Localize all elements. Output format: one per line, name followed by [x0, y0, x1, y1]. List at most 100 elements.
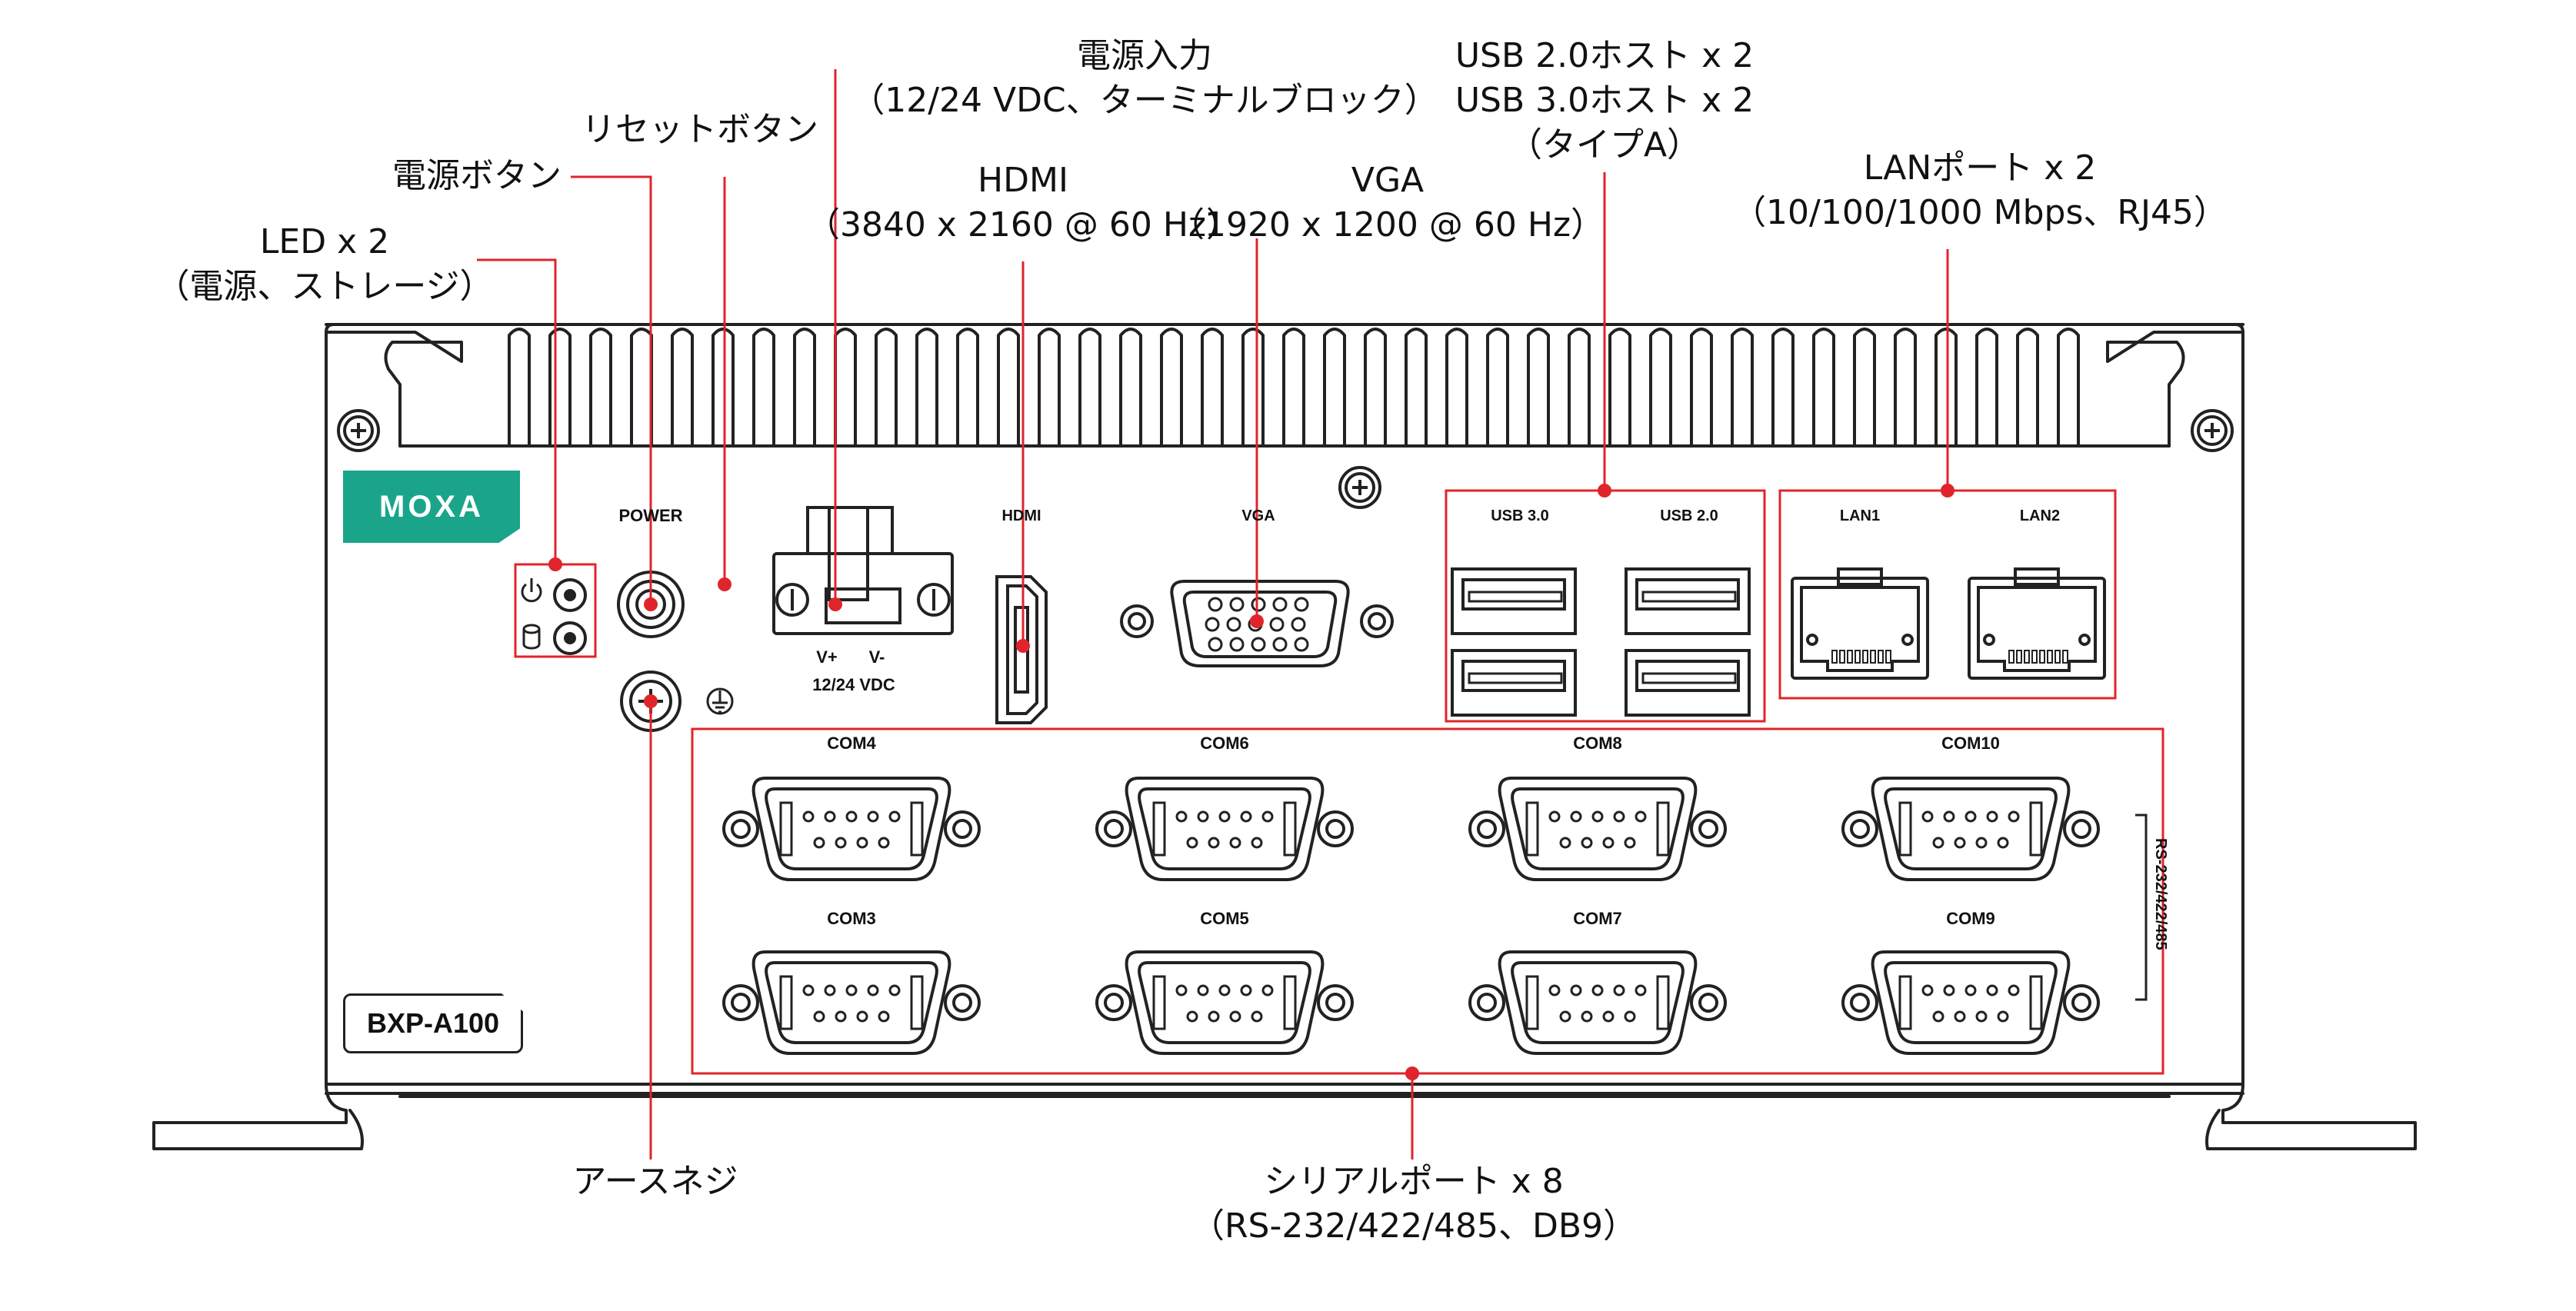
- heatsink-fin: [1201, 328, 1224, 448]
- com10-label: COM10: [1941, 734, 2000, 753]
- heatsink-fin: [1038, 328, 1061, 448]
- rs-bracket: [2135, 814, 2148, 1001]
- lan2-label: LAN2: [2019, 507, 2061, 524]
- heatsink-fin: [2016, 328, 2039, 448]
- callout-hdmi: HDMI（3840 x 2160 @ 60 Hz）: [805, 161, 1241, 245]
- moxa-logo: MOXA: [343, 471, 520, 543]
- heatsink-fin: [508, 328, 531, 448]
- vplus-label: V+: [816, 647, 838, 667]
- vga-pin: [1294, 637, 1309, 652]
- com8-label: COM8: [1573, 734, 1622, 753]
- lan-ports-drawing: [1791, 567, 2106, 680]
- hdmi-port-drawing: [995, 575, 1048, 724]
- leader-dots: [548, 484, 1954, 1080]
- callout-power-button: 電源ボタン: [392, 156, 562, 195]
- right-mounting-foot: [2205, 1083, 2417, 1150]
- heatsink-fin: [997, 328, 1020, 448]
- heatsink-fin: [1282, 328, 1305, 448]
- usb-ports-drawing: [1451, 567, 1751, 717]
- heatsink-fin: [1568, 328, 1591, 448]
- power-button-leader: [571, 175, 652, 604]
- com-port: [1095, 950, 1354, 1055]
- vga-pin: [1294, 597, 1309, 612]
- usb2-label: USB 2.0: [1660, 507, 1718, 524]
- vga-pin: [1269, 617, 1285, 632]
- heatsink-fins: [508, 328, 2080, 448]
- power-icon: [521, 578, 542, 603]
- vga-pin: [1208, 637, 1223, 652]
- heatsink-fin: [1934, 328, 1958, 448]
- hdmi-panel-label: HDMI: [1001, 507, 1041, 524]
- vga-port-drawing: [1120, 580, 1394, 667]
- heatsink-fin: [1160, 328, 1183, 448]
- heatsink-fin: [1241, 328, 1265, 448]
- vga-panel-label: VGA: [1241, 507, 1275, 524]
- heatsink-fin: [1975, 328, 1998, 448]
- usb3-label: USB 3.0: [1491, 507, 1549, 524]
- usb-port: [1451, 567, 1577, 635]
- storage-icon: [522, 624, 541, 650]
- vga-pin: [1208, 597, 1223, 612]
- vga-pin: [1251, 597, 1266, 612]
- heatsink-fin: [752, 328, 775, 448]
- screw-icon: [2191, 409, 2234, 452]
- left-corner-cutout: [325, 331, 463, 448]
- callout-power-input: 電源入力（12/24 VDC、ターミナルブロック）: [851, 36, 1438, 120]
- serial-highlight: [691, 727, 2164, 1075]
- com-port: [1468, 777, 1727, 881]
- heatsink-fin: [1731, 328, 1754, 448]
- vga-pin: [1226, 617, 1241, 632]
- vga-pin: [1251, 637, 1266, 652]
- usb-port: [1451, 649, 1577, 717]
- vga-pin: [1229, 597, 1245, 612]
- usb-port: [1625, 567, 1751, 635]
- callout-ground: アースネジ: [572, 1162, 738, 1201]
- right-corner-cutout: [2106, 331, 2244, 448]
- callout-lan: LANポート x 2（10/100/1000 Mbps、RJ45）: [1732, 148, 2228, 232]
- com7-label: COM7: [1573, 909, 1622, 928]
- screw-icon: [1338, 466, 1381, 509]
- model-label: BXP-A100: [343, 993, 523, 1053]
- heatsink-fin: [671, 328, 694, 448]
- heatsink-fin: [1812, 328, 1835, 448]
- com5-label: COM5: [1200, 909, 1249, 928]
- heatsink-fin: [1608, 328, 1631, 448]
- heatsink-fin: [1894, 328, 1917, 448]
- heatsink-fin: [956, 328, 979, 448]
- heatsink-fin: [1078, 328, 1101, 448]
- com3-label: COM3: [827, 909, 876, 928]
- lan-highlight: [1778, 489, 2117, 700]
- heatsink-fin: [1690, 328, 1713, 448]
- com6-label: COM6: [1200, 734, 1249, 753]
- left-mounting-foot: [152, 1083, 364, 1150]
- heatsink-fin: [1364, 328, 1387, 448]
- vdc-label: 12/24 VDC: [812, 675, 895, 694]
- callout-led: LED x 2（電源、ストレージ）: [155, 222, 494, 306]
- heatsink-fin: [1853, 328, 1876, 448]
- heatsink-fin: [711, 328, 735, 448]
- rs-protocol-label: RS-232/422/485: [2152, 838, 2169, 950]
- leader-lines: [477, 69, 1949, 1160]
- led-indicators: [553, 578, 587, 655]
- lan-port: [1791, 567, 1929, 680]
- callout-reset-button: リセットボタン: [582, 110, 818, 149]
- vga-pin: [1205, 617, 1220, 632]
- com-port: [1468, 950, 1727, 1055]
- vga-pin: [1272, 637, 1288, 652]
- vga-pin: [1272, 597, 1288, 612]
- terminal-block-drawing: [772, 506, 954, 635]
- heatsink-fin: [834, 328, 857, 448]
- ground-icon: [706, 687, 734, 715]
- heatsink-fin: [875, 328, 898, 448]
- usb-highlight: [1445, 489, 1766, 723]
- heatsink-fin: [1119, 328, 1142, 448]
- heatsink-fin: [1445, 328, 1468, 448]
- lan1-label: LAN1: [1839, 507, 1881, 524]
- screw-icons: [337, 409, 2234, 509]
- heatsink-fin: [589, 328, 612, 448]
- heatsink-fin: [2057, 328, 2080, 448]
- com4-label: COM4: [827, 734, 876, 753]
- com-port: [1841, 777, 2100, 881]
